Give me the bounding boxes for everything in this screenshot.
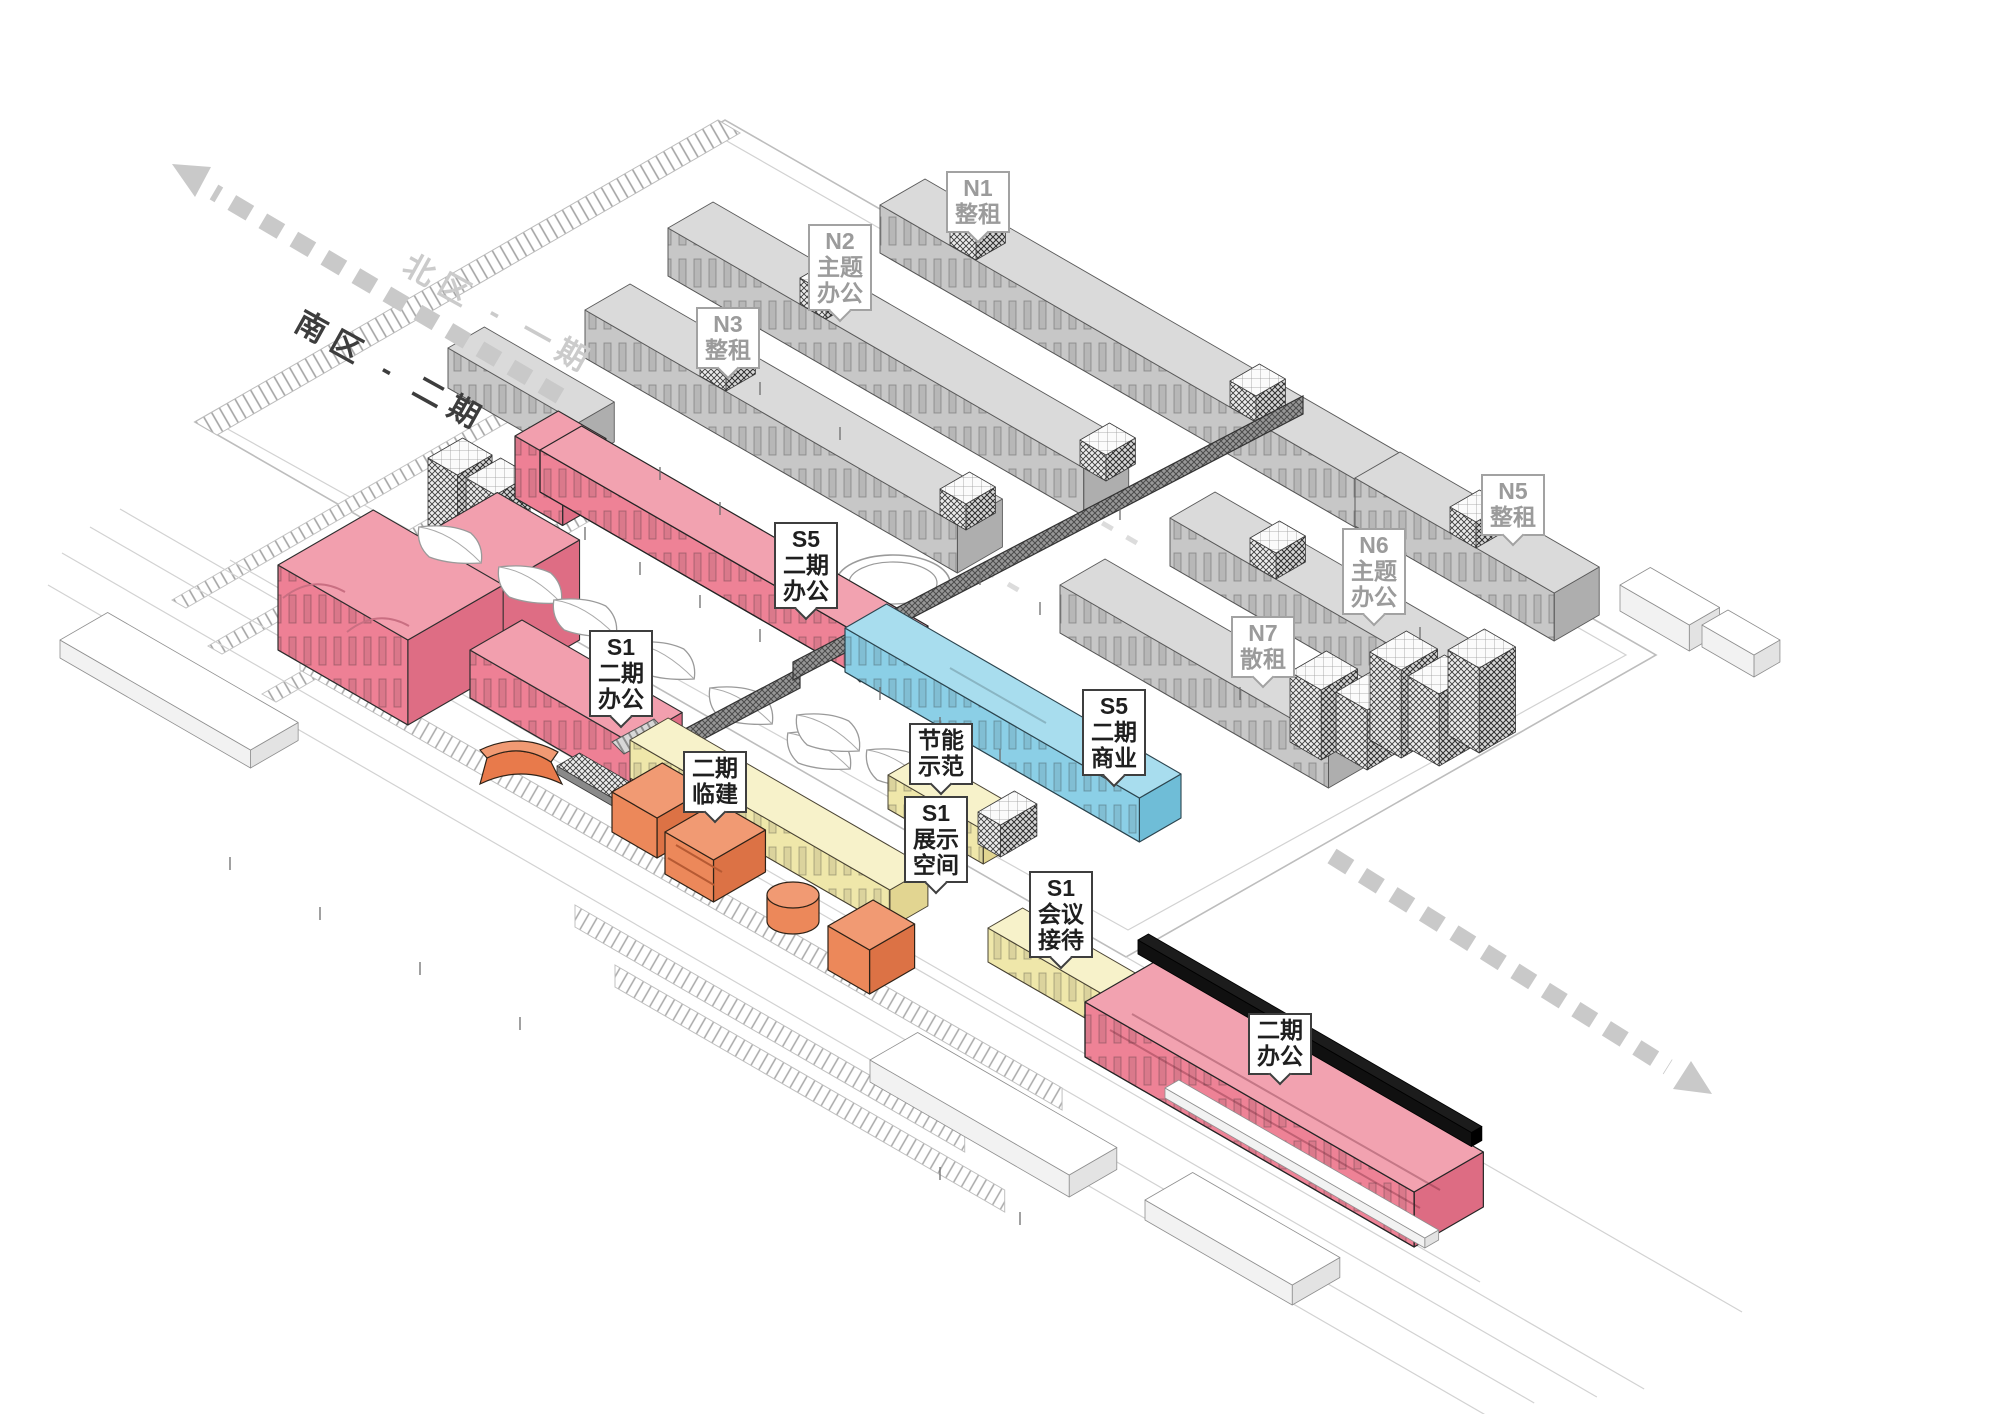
label-n7: N7 散租 — [1231, 616, 1295, 689]
label-s5-phase2-retail: S5 二期 商业 — [1082, 689, 1146, 788]
label-n5: N5 整租 — [1481, 474, 1545, 547]
label-s1-meeting-reception: S1 会议 接待 — [1029, 871, 1093, 970]
axis-arrowhead-se-icon — [1673, 1061, 1712, 1094]
axis-arrows — [172, 164, 1712, 1094]
axis-arrowhead-nw-icon — [172, 164, 211, 197]
label-s1-exhibition-space: S1 展示 空间 — [904, 796, 968, 895]
label-n3: N3 整租 — [696, 307, 760, 380]
label-energy-demo: 节能 示范 — [909, 723, 973, 796]
north-zone-buildings — [277, 178, 1781, 792]
label-n1: N1 整租 — [946, 171, 1010, 244]
label-n2: N2 主题 办公 — [808, 224, 872, 323]
label-phase2-office-south: 二期 办公 — [1248, 1013, 1312, 1086]
label-phase2-temporary: 二期 临建 — [683, 751, 747, 824]
dashed-axis-line-nw — [209, 184, 565, 404]
label-s1-phase2-office: S1 二期 办公 — [589, 630, 653, 729]
label-s5-phase2-office: S5 二期 办公 — [774, 522, 838, 621]
dashed-axis-line-se — [1327, 848, 1673, 1075]
label-n6: N6 主题 办公 — [1342, 528, 1406, 627]
